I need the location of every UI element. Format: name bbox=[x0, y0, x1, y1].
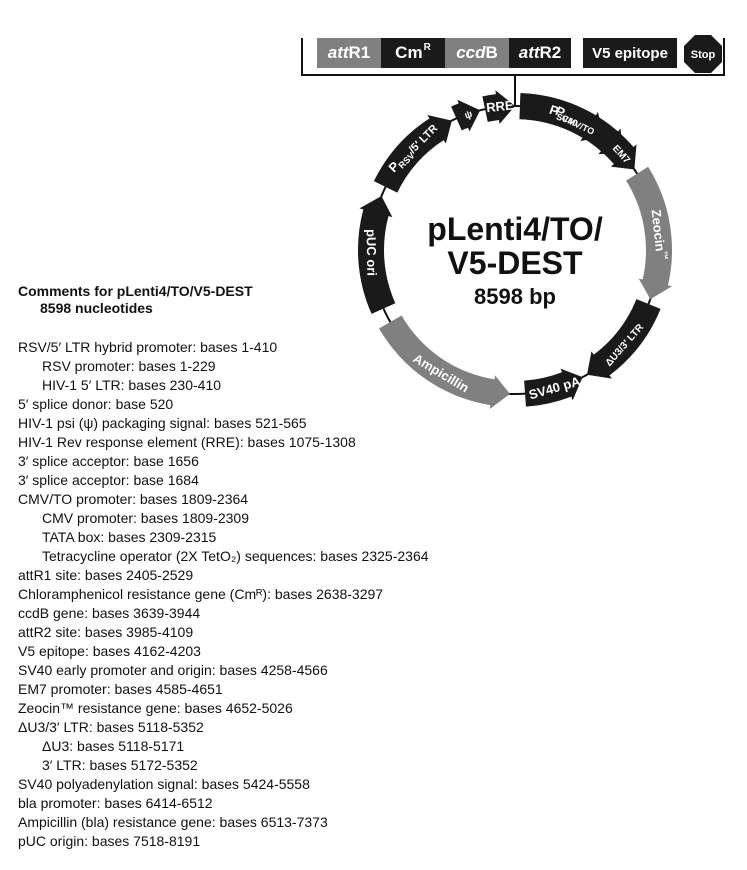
plasmid-size: 8598 bp bbox=[474, 284, 556, 309]
cmr-label: Cm bbox=[395, 43, 423, 62]
feature-annotation-item: TATA box: bases 2309-2315 bbox=[42, 529, 217, 545]
feature-annotation-item: ΔU3/3′ LTR: bases 5118-5352 bbox=[18, 719, 204, 735]
stop-sign-icon: Stop bbox=[684, 35, 722, 73]
feature-label-main: Zeocin bbox=[649, 209, 668, 252]
feature-label-puc: pUC ori bbox=[364, 229, 380, 276]
feature-arrow-zeocin bbox=[626, 166, 672, 300]
attr1-label: R1 bbox=[348, 43, 371, 62]
feature-annotation-item: CMV promoter: bases 1809-2309 bbox=[42, 510, 249, 526]
feature-annotation-item: attR2 site: bases 3985-4109 bbox=[18, 624, 194, 640]
feature-annotation-item: ccdB gene: bases 3639-3944 bbox=[18, 605, 201, 621]
feature-label-prsv: PRSV/5′ LTR bbox=[385, 120, 441, 176]
feature-annotation-item: HIV-1 5′ LTR: bases 230-410 bbox=[42, 377, 222, 393]
feature-label-psi: ψ bbox=[463, 109, 474, 122]
comments-title: Comments for pLenti4/TO/V5-DEST bbox=[18, 283, 253, 299]
feature-annotation-item: Tetracycline operator (2X TetO₂) sequenc… bbox=[42, 548, 429, 564]
feature-label-main: pUC ori bbox=[364, 229, 380, 276]
feature-label-sub: ™ bbox=[659, 250, 670, 260]
feature-annotation-item: ΔU3: bases 5118-5171 bbox=[42, 738, 185, 754]
feature-annotation-item: 3′ splice acceptor: base 1656 bbox=[18, 453, 199, 469]
feature-annotation-item: 5′ splice donor: base 520 bbox=[18, 396, 174, 412]
feature-arrow-pcmv bbox=[519, 93, 623, 155]
v5-epitope-box: V5 epitope bbox=[583, 38, 677, 68]
feature-annotation-item: HIV-1 psi (ψ) packaging signal: bases 52… bbox=[18, 415, 307, 431]
feature-arrow-prsv bbox=[373, 114, 452, 193]
feature-annotation-item: Ampicillin (bla) resistance gene: bases … bbox=[18, 814, 328, 830]
feature-annotation-item: Chloramphenicol resistance gene (Cmᴿ): b… bbox=[18, 586, 384, 602]
feature-annotation-item: 3′ splice acceptor: base 1684 bbox=[18, 472, 199, 488]
feature-arrow-puc bbox=[358, 196, 396, 314]
attr1-prefix: att bbox=[327, 43, 349, 62]
feature-annotation-item: 3′ LTR: bases 5172-5352 bbox=[42, 757, 198, 773]
feature-label-main: ψ bbox=[463, 109, 474, 122]
feature-annotation-item: pUC origin: bases 7518-8191 bbox=[18, 833, 201, 849]
feature-arrow-u3ltr bbox=[587, 299, 661, 379]
feature-annotation-item: Zeocin™ resistance gene: bases 4652-5026 bbox=[18, 700, 293, 716]
plasmid-name-line2: V5-DEST bbox=[447, 245, 583, 281]
v5-epitope-label: V5 epitope bbox=[592, 44, 668, 62]
plasmid-name-line1: pLenti4/TO/ bbox=[427, 211, 603, 247]
attr2-prefix: att bbox=[518, 43, 540, 62]
feature-annotation-item: SV40 polyadenylation signal: bases 5424-… bbox=[18, 776, 310, 792]
feature-label-rre: RRE bbox=[485, 97, 514, 115]
feature-arrow-rre bbox=[482, 90, 515, 124]
cassette-bracket bbox=[301, 38, 725, 76]
cmr-superscript: R bbox=[423, 41, 431, 53]
plasmid-name: pLenti4/TO/ V5-DEST bbox=[400, 212, 630, 280]
feature-annotation-item: V5 epitope: bases 4162-4203 bbox=[18, 643, 201, 659]
comments-nucleotides: 8598 nucleotides bbox=[40, 300, 153, 316]
feature-label-zeocin: Zeocin™ bbox=[649, 209, 670, 261]
feature-annotation-item: HIV-1 Rev response element (RRE): bases … bbox=[18, 434, 356, 450]
feature-arrow-ampicillin bbox=[379, 315, 510, 410]
attr2-label: R2 bbox=[539, 43, 562, 62]
feature-annotation-item: CMV/TO promoter: bases 1809-2364 bbox=[18, 491, 249, 507]
feature-annotation-item: SV40 early promoter and origin: bases 42… bbox=[18, 662, 328, 678]
feature-arrow-sv40pa bbox=[524, 368, 583, 407]
feature-arrow-psi bbox=[451, 99, 481, 132]
feature-annotation-item: EM7 promoter: bases 4585-4651 bbox=[18, 681, 223, 697]
feature-annotation-item: bla promoter: bases 6414-6512 bbox=[18, 795, 213, 811]
feature-annotation-item: RSV promoter: bases 1-229 bbox=[42, 358, 216, 374]
feature-arrows bbox=[358, 90, 672, 410]
ccdb-prefix: ccd bbox=[456, 43, 486, 62]
ccdb-label: B bbox=[485, 43, 498, 62]
stop-label: Stop bbox=[691, 49, 716, 61]
feature-annotation-item: RSV/5′ LTR hybrid promoter: bases 1-410 bbox=[18, 339, 278, 355]
feature-label-main: RRE bbox=[485, 97, 514, 115]
feature-annotation-item: attR1 site: bases 2405-2529 bbox=[18, 567, 194, 583]
